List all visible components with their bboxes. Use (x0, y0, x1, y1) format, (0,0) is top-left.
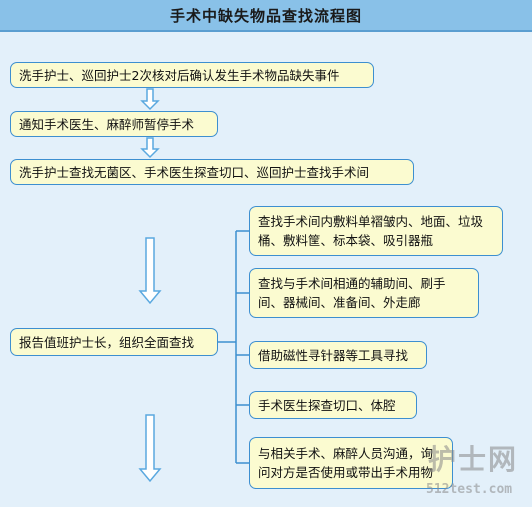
step-box-1: 洗手护士、巡回护士2次核对后确认发生手术物品缺失事件 (10, 62, 374, 88)
branch-box-2: 查找与手术间相通的辅助间、刷手间、器械间、准备间、外走廊 (249, 268, 479, 318)
watermark-logo-text: 护士网 (428, 443, 519, 476)
diagram-title: 手术中缺失物品查找流程图 (169, 6, 362, 25)
arrow-step2-to-step3 (140, 137, 160, 159)
step-box-2: 通知手术医生、麻醉师暂停手术 (10, 111, 218, 137)
title-bar: 手术中缺失物品查找流程图 (0, 0, 532, 32)
arrow-step3-to-step4 (138, 237, 162, 305)
arrow-step1-to-step2 (140, 88, 160, 111)
branch-box-1: 查找手术间内敷料单褶皱内、地面、垃圾桶、敷料筐、标本袋、吸引器瓶 (249, 206, 503, 256)
step-box-3: 洗手护士查找无菌区、手术医生探查切口、巡回护士查找手术间 (10, 159, 414, 185)
watermark-url-text: 512test.com (426, 482, 513, 497)
step-box-4: 报告值班护士长，组织全面查找 (10, 328, 218, 356)
branch-box-3: 借助磁性寻针器等工具寻找 (249, 341, 427, 369)
arrow-step4-down (138, 414, 162, 483)
branch-box-4: 手术医生探查切口、体腔 (249, 391, 417, 419)
watermark-logo: 护士网 512test.com (420, 438, 530, 504)
branch-box-5: 与相关手术、麻醉人员沟通，询问对方是否使用或带出手术用物 (249, 437, 453, 489)
